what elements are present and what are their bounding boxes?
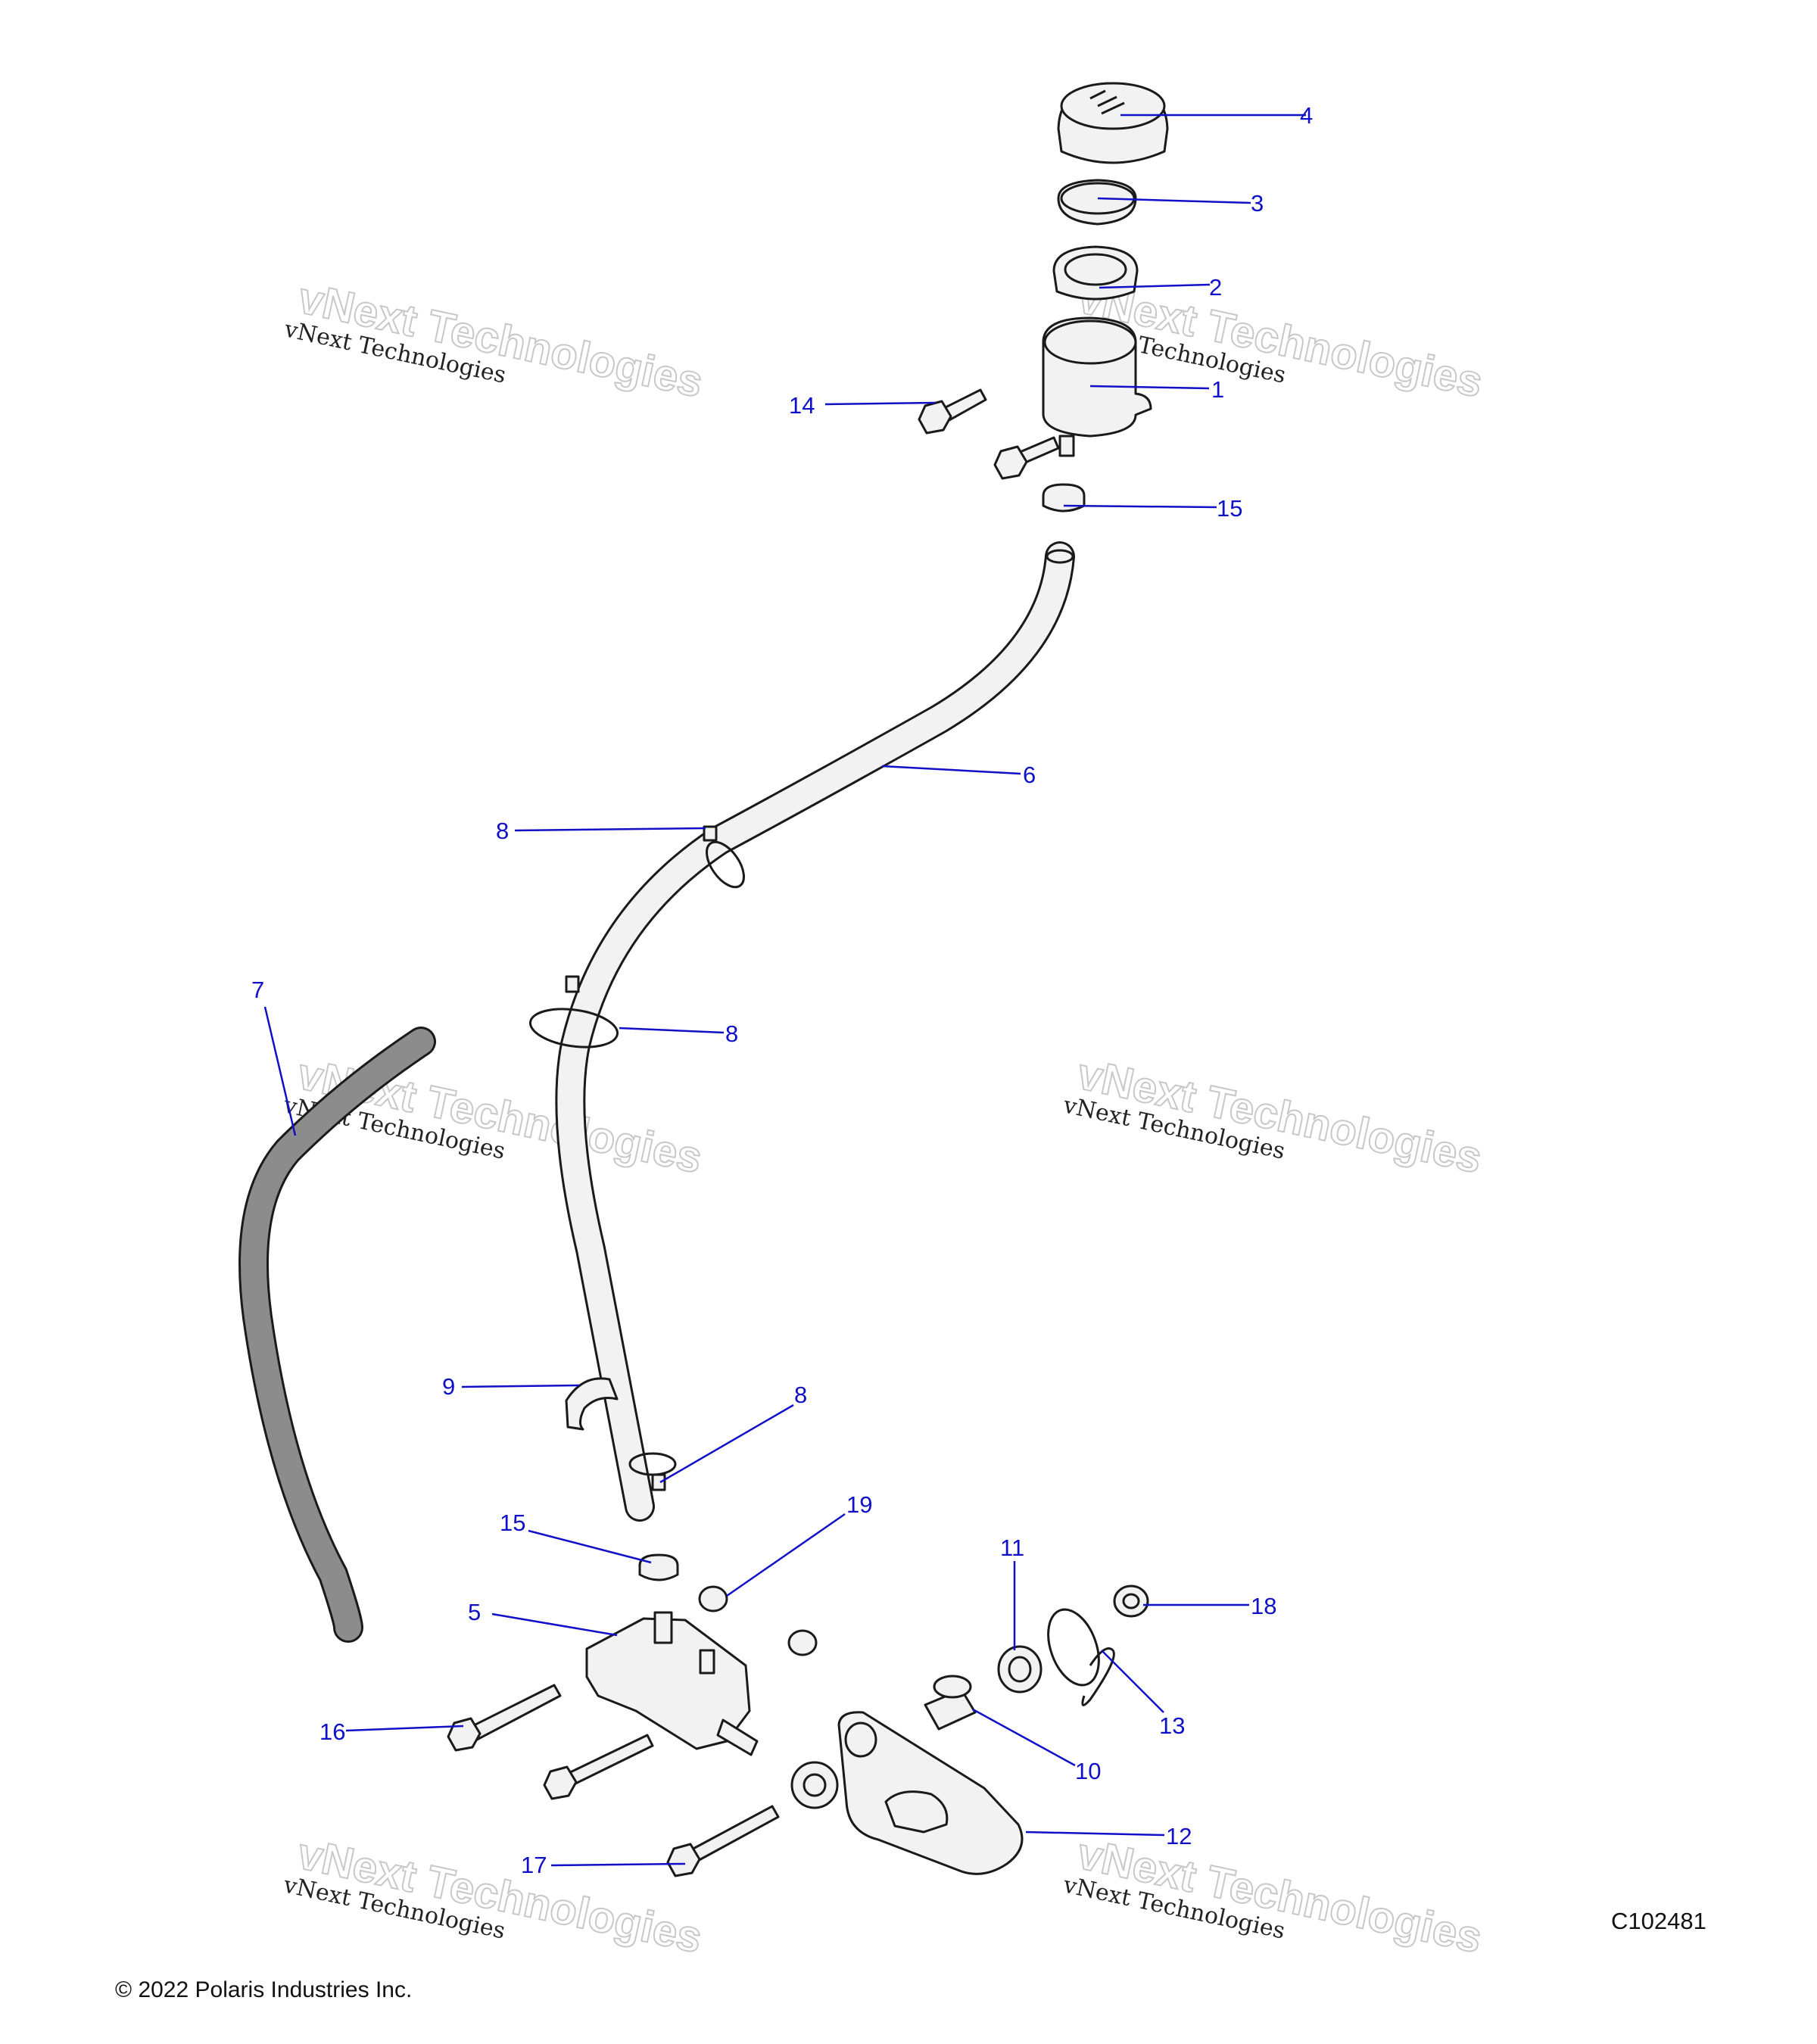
brake-lever-part — [837, 1711, 1024, 1875]
mounting-bolt-part — [447, 1684, 562, 1752]
callout-5: 5 — [468, 1599, 481, 1625]
cable-tie-part — [528, 975, 619, 1048]
reservoir-cap-part — [1057, 82, 1169, 164]
brake-hose-part — [555, 541, 1075, 1522]
callout-3: 3 — [1251, 190, 1264, 217]
callout-1: 1 — [1211, 376, 1224, 403]
cable-tie-part — [703, 825, 745, 889]
screw-part — [918, 388, 987, 435]
callout-4: 4 — [1300, 102, 1313, 129]
callout-labels: 4 3 2 1 14 15 6 8 7 8 9 8 15 19 11 18 5 … — [251, 102, 1313, 1878]
grommet-part — [698, 1585, 818, 1656]
diaphragm-plate-part — [1052, 245, 1139, 301]
callout-8: 8 — [496, 818, 509, 844]
hose-clip-part — [565, 1377, 619, 1431]
watermark: vNext Technologies vNext Technologies — [281, 1828, 707, 1964]
callout-8: 8 — [794, 1382, 807, 1408]
diaphragm-part — [1057, 179, 1137, 226]
hose-clamp-part — [1042, 483, 1086, 513]
reservoir-part — [1042, 316, 1152, 457]
return-spring-part — [1047, 1608, 1115, 1706]
diagram-code: C102481 — [1611, 1908, 1706, 1934]
callout-12: 12 — [1166, 1823, 1192, 1849]
copyright-notice: © 2022 Polaris Industries Inc. — [115, 1977, 413, 2002]
cable-tie-part — [628, 1452, 677, 1491]
callout-6: 6 — [1023, 762, 1036, 788]
bushing-part — [790, 1761, 839, 1809]
callout-13: 13 — [1159, 1712, 1185, 1739]
watermark: vNext Technologies vNext Technologies — [1061, 1828, 1487, 1964]
callout-7: 7 — [251, 977, 264, 1003]
watermark: vNext Technologies vNext Technologies — [281, 1048, 707, 1184]
callout-14: 14 — [789, 392, 815, 419]
grommet-part — [1113, 1584, 1149, 1618]
callout-leaders — [263, 114, 1306, 1867]
watermark: vNext Technologies vNext Technologies — [282, 273, 708, 408]
watermark: vNext Technologies vNext Technologies — [1061, 1048, 1487, 1184]
mounting-bolt-part — [666, 1805, 780, 1877]
callout-15: 15 — [500, 1510, 525, 1536]
callout-18: 18 — [1251, 1593, 1276, 1619]
callout-11: 11 — [1000, 1535, 1024, 1561]
callout-10: 10 — [1075, 1758, 1101, 1784]
pivot-pin-part — [924, 1675, 977, 1731]
hose-clamp-part — [638, 1553, 679, 1581]
callout-17: 17 — [521, 1852, 547, 1878]
callout-8: 8 — [725, 1020, 738, 1047]
vent-hose-part — [238, 1027, 436, 1643]
screw-part — [993, 436, 1060, 480]
mounting-bolt-part — [543, 1734, 654, 1800]
bushing-part — [997, 1645, 1043, 1693]
master-cylinder-part — [585, 1611, 759, 1756]
callout-16: 16 — [319, 1718, 345, 1745]
callout-2: 2 — [1209, 274, 1222, 301]
callout-19: 19 — [846, 1491, 872, 1518]
callout-15: 15 — [1217, 495, 1242, 522]
callout-9: 9 — [442, 1373, 455, 1400]
